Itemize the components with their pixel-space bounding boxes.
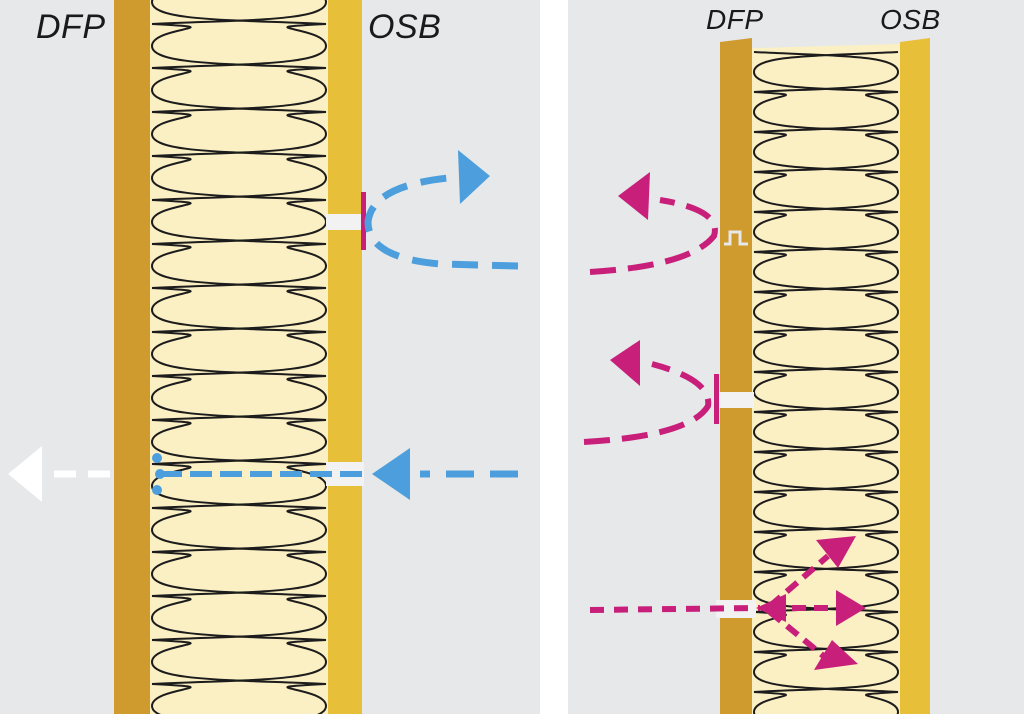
left-tape-seal xyxy=(361,192,366,250)
left-osb-gap-top xyxy=(326,214,364,230)
right-tape-seal xyxy=(714,374,719,424)
magenta-curved-arrow-2-line xyxy=(583,361,712,445)
magenta-curved-arrowhead-1 xyxy=(618,172,650,220)
right-osb-label: OSB xyxy=(880,4,941,35)
magenta-spread-up-head xyxy=(816,536,856,568)
magenta-curved-arrow-1-line xyxy=(589,197,718,275)
panel-divider xyxy=(540,0,568,714)
right-dfp-board xyxy=(720,38,752,714)
left-dfp-board xyxy=(114,0,150,714)
blue-straight-arrowhead xyxy=(372,448,410,500)
magenta-spread-down-line xyxy=(768,609,828,661)
right-osb-board xyxy=(900,38,930,714)
magenta-straight-line xyxy=(589,605,761,613)
magenta-curved-arrowhead-2 xyxy=(610,340,640,386)
magenta-spread-down-head xyxy=(814,640,858,670)
right-dfp-joint xyxy=(724,230,748,246)
left-insulation xyxy=(150,0,328,714)
magenta-spread-left-head xyxy=(756,594,786,622)
blue-curved-arrowhead xyxy=(458,150,490,204)
magenta-spread-right-head xyxy=(836,590,866,626)
left-insulation-pattern xyxy=(150,0,328,714)
left-osb-label: OSB xyxy=(368,8,442,46)
right-dfp-gap xyxy=(718,392,754,408)
blue-dot-top xyxy=(152,453,162,463)
right-insulation xyxy=(752,44,900,714)
blue-curved-arrow-line xyxy=(364,174,519,270)
right-dfp-label: DFP xyxy=(706,4,764,35)
blue-dot-mid xyxy=(155,469,165,479)
left-dfp-label: DFP xyxy=(36,8,106,46)
left-osb-board xyxy=(328,0,362,714)
blue-dot-bottom xyxy=(152,485,162,495)
white-arrowhead xyxy=(8,446,42,502)
